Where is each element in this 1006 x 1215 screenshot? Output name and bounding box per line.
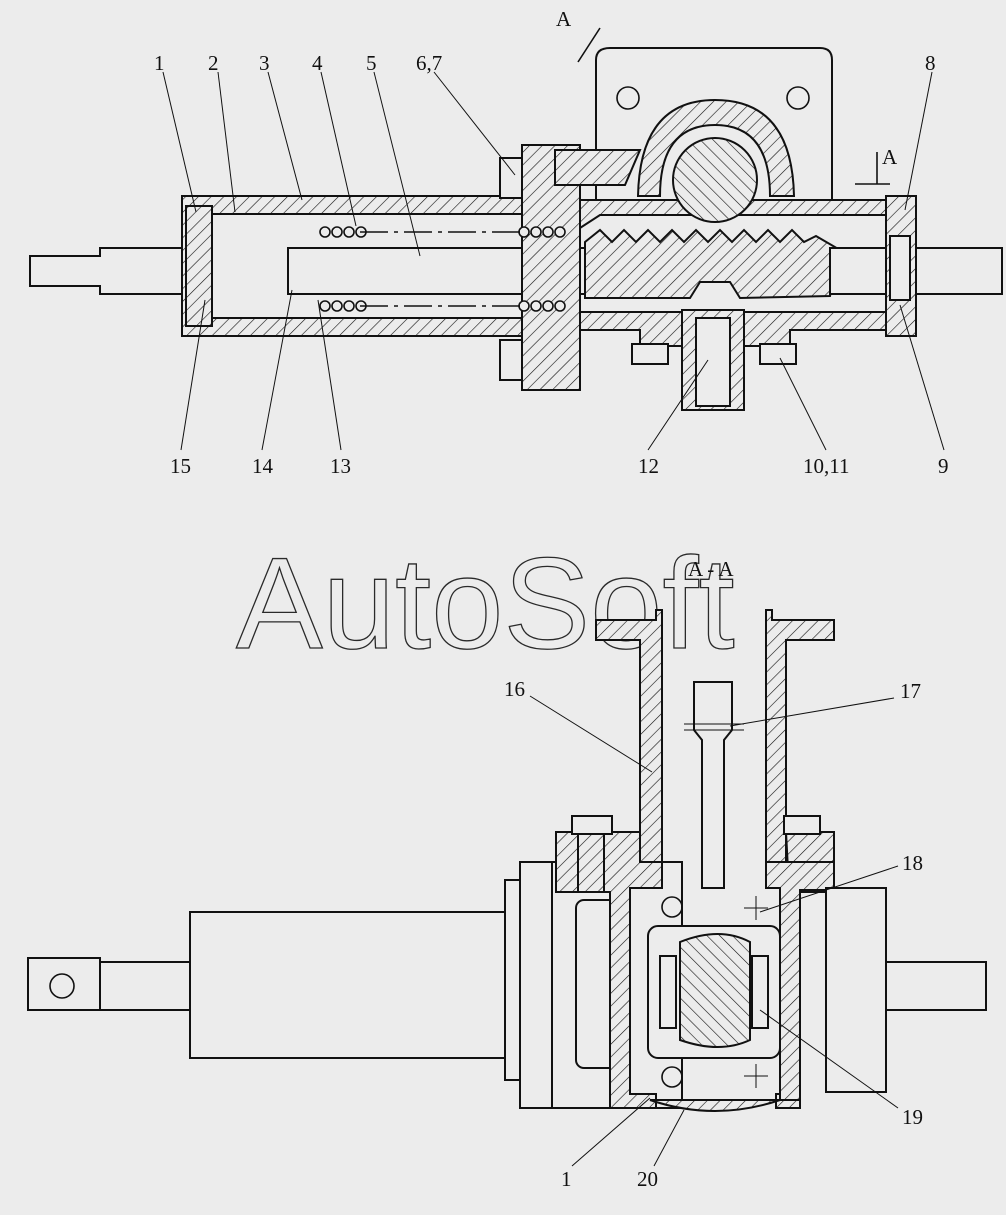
callout-18: 18: [902, 851, 923, 875]
top-leaders: [162, 71, 945, 451]
callout-2: 2: [208, 51, 219, 75]
callout-19: 19: [902, 1105, 923, 1129]
callout-17: 17: [900, 679, 921, 703]
top-section-view: [29, 27, 1003, 411]
bottom-section-view: [27, 609, 987, 1112]
callout-6-7: 6,7: [416, 51, 442, 75]
callout-20: 20: [637, 1167, 658, 1191]
callout-8: 8: [925, 51, 936, 75]
section-mark-left: A: [556, 7, 572, 31]
section-mark-right: A: [882, 145, 898, 169]
section-title: A - A: [688, 557, 734, 581]
callout-3: 3: [259, 51, 270, 75]
spring-right: [518, 226, 566, 312]
callout-16: 16: [504, 677, 525, 701]
callout-1-bottom: 1: [561, 1167, 572, 1191]
callout-14: 14: [252, 454, 274, 478]
callout-12: 12: [638, 454, 659, 478]
callout-5: 5: [366, 51, 377, 75]
bottom-leaders: [529, 695, 899, 1167]
callout-13: 13: [330, 454, 351, 478]
callout-10-11: 10,11: [803, 454, 849, 478]
callout-4: 4: [312, 51, 323, 75]
callout-1: 1: [154, 51, 165, 75]
callout-15: 15: [170, 454, 191, 478]
callout-9: 9: [938, 454, 949, 478]
